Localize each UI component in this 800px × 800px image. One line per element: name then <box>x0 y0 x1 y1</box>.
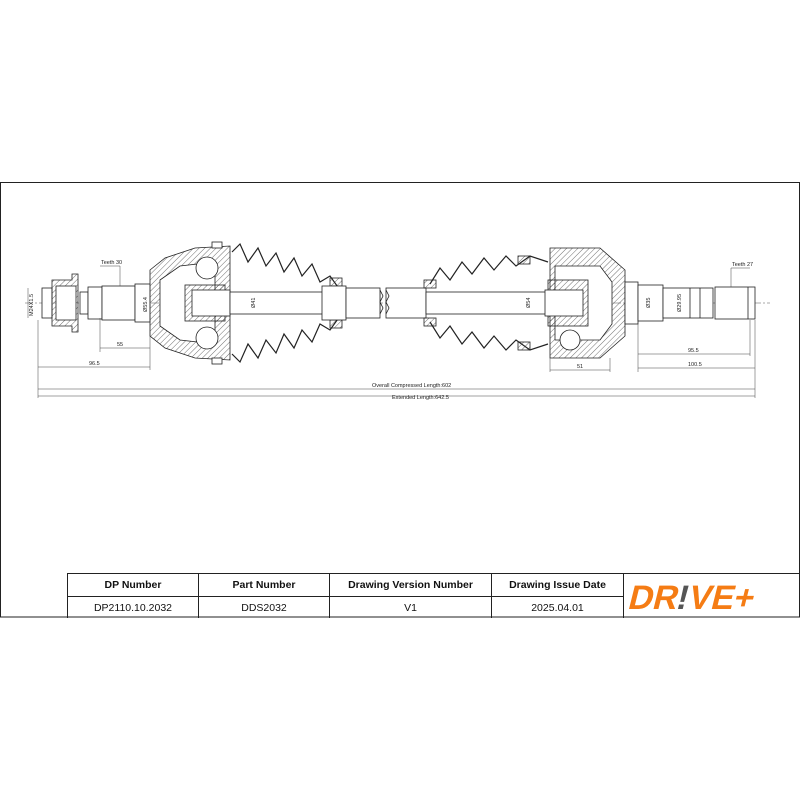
value-drawing-version: V1 <box>329 596 492 618</box>
header-part-number: Part Number <box>198 574 330 597</box>
teeth-right-label: Teeth 27 <box>732 262 753 268</box>
value-part-number: DDS2032 <box>198 596 330 618</box>
header-issue-date: Drawing Issue Date <box>491 574 624 597</box>
dia-41-label: Ø41 <box>251 298 257 308</box>
extended-length-label: Extended Length:642.5 <box>392 395 449 401</box>
svg-text:VE+: VE+ <box>685 579 760 616</box>
dim-100-label: 100.5 <box>688 362 702 368</box>
header-dp-number: DP Number <box>67 574 199 597</box>
dia-55-label: Ø55.4 <box>143 297 149 312</box>
dimension-labels: M24X1.5 Teeth 30 Teeth 27 Ø55.4 Ø41 Ø54 … <box>29 260 753 401</box>
overall-length-label: Overall Compressed Length:602 <box>372 383 451 389</box>
dia-35-label: Ø35 <box>646 298 652 308</box>
title-block: DP Number Part Number Drawing Version Nu… <box>67 573 800 618</box>
left-stub <box>41 273 151 333</box>
dia-54-label: Ø54 <box>526 298 532 308</box>
teeth-left-label: Teeth 30 <box>101 260 122 266</box>
dimension-lines <box>27 265 756 398</box>
shaft <box>229 285 551 321</box>
svg-text:DR: DR <box>625 579 683 616</box>
thread-label: M24X1.5 <box>29 294 35 316</box>
right-boot <box>423 255 549 351</box>
value-dp-number: DP2110.10.2032 <box>67 596 199 618</box>
dim-55-label: 55 <box>117 342 123 348</box>
value-issue-date: 2025.04.01 <box>491 596 624 618</box>
drive-plus-logo: DR ! VE+ <box>625 579 760 616</box>
dim-95-label: 95.5 <box>688 348 699 354</box>
dia-29-label: Ø29.95 <box>677 294 683 312</box>
dim-96-label: 96.5 <box>89 361 100 367</box>
right-cv-joint <box>544 247 626 359</box>
right-stub <box>624 281 756 325</box>
header-drawing-version: Drawing Version Number <box>329 574 492 597</box>
left-cv-joint <box>149 241 231 365</box>
dim-51-label: 51 <box>577 364 583 370</box>
